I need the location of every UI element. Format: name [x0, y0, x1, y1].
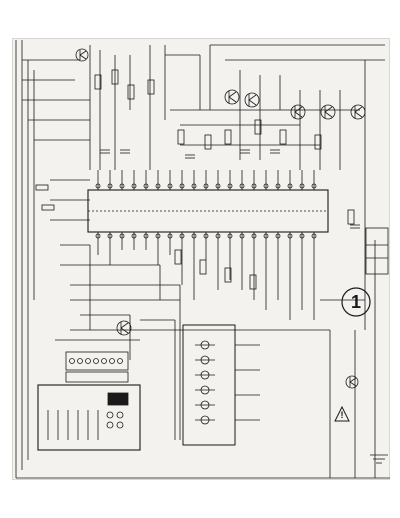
ic-pins-top	[97, 170, 315, 190]
ic-chip-icon	[87, 189, 329, 233]
transistor-icon	[290, 104, 306, 120]
ic-pins-bottom	[97, 232, 315, 320]
transistor-icon	[116, 320, 132, 336]
ic-pin-circles-bottom	[95, 233, 317, 239]
ic-pin-circles-top	[95, 183, 317, 189]
control-panel-box	[37, 384, 141, 451]
transistor-icon	[75, 48, 89, 62]
sheet-marker-circle	[341, 287, 371, 317]
warning-triangle-icon	[334, 405, 350, 422]
transistor-icon	[345, 375, 359, 389]
lower-wiring	[55, 240, 376, 478]
transistor-icon	[350, 104, 366, 120]
ground-symbol-icon	[370, 454, 388, 464]
transistor-icon	[244, 92, 260, 108]
connector-icon	[65, 351, 129, 371]
left-bus-lines	[15, 40, 390, 479]
transistor-icon	[320, 104, 336, 120]
transistor-icon	[224, 89, 240, 105]
switch-array	[182, 324, 260, 446]
connector-icon	[65, 371, 129, 383]
right-module	[365, 227, 389, 275]
resistor-icon	[35, 69, 355, 290]
capacitor-icon	[100, 149, 360, 229]
